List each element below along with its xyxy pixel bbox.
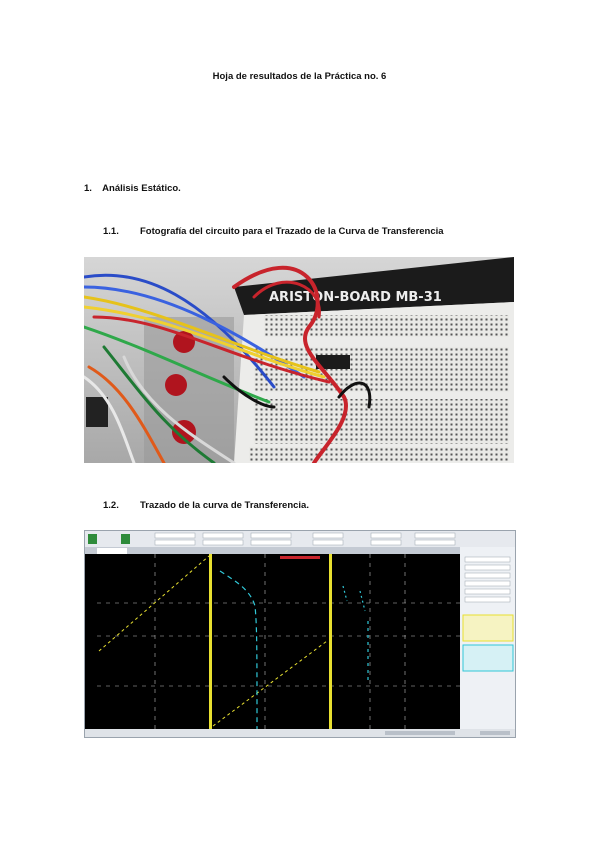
subsection-number: 1.2. xyxy=(103,500,119,511)
subsection-title: Fotografía del circuito para el Trazado … xyxy=(140,226,444,237)
page-title: Hoja de resultados de la Práctica no. 6 xyxy=(212,71,387,82)
section-heading-1-2: 1.2. Trazado de la curva de Transferencia… xyxy=(103,500,309,511)
subsection-number: 1.1. xyxy=(103,226,119,237)
section-title: Análisis Estático. xyxy=(102,183,181,194)
section-heading-1: 1. Análisis Estático. xyxy=(84,183,181,194)
section-number: 1. xyxy=(84,183,92,194)
board-label: ARISTON-BOARD MB-31 xyxy=(269,290,442,305)
scope-plot-xy xyxy=(330,554,460,729)
oscilloscope-screenshot xyxy=(84,530,516,738)
breadboard-image: ARISTON-BOARD MB-31 xyxy=(84,257,514,463)
subsection-title: Trazado de la curva de Transferencia. xyxy=(140,500,309,511)
circuit-photo: ARISTON-BOARD MB-31 xyxy=(84,257,514,463)
oscilloscope-image xyxy=(85,531,515,737)
ic-chip xyxy=(316,355,350,369)
section-heading-1-1: 1.1. Fotografía del circuito para el Traz… xyxy=(103,226,444,237)
scope-plot-time xyxy=(97,554,330,729)
